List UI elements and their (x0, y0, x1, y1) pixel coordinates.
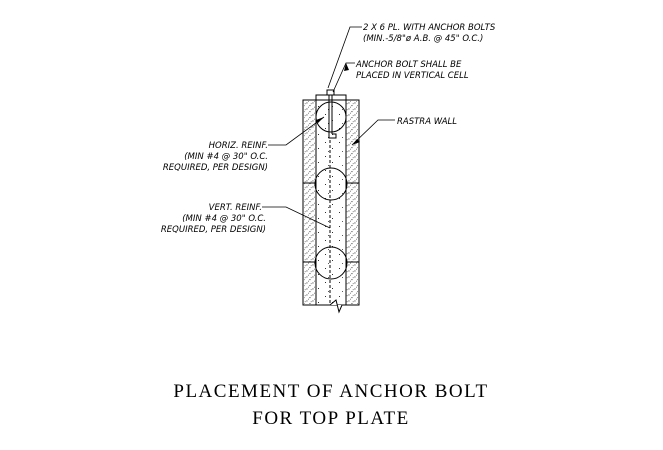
callouts: 2 X 6 PL. WITH ANCHOR BOLTS (MIN.-5/8"ø … (161, 23, 496, 235)
vert-reinf-callout-line2: (MIN #4 @ 30" O.C. (182, 214, 266, 224)
right-wall-face (346, 101, 358, 304)
anchor-bolt (326, 89, 337, 139)
horizontal-core-bottom (314, 246, 348, 280)
anchor-bolt-leader (332, 62, 355, 93)
anchor-bolt-callout-line2: PLACED IN VERTICAL CELL (356, 71, 469, 81)
top-plate-callout-line2: (MIN.-5/8"ø A.B. @ 45" O.C.) (363, 34, 483, 44)
concrete-core (317, 101, 345, 304)
horiz-reinf-callout-line1: HORIZ. REINF. (209, 141, 268, 151)
horiz-reinf-callout-line3: REQUIRED, PER DESIGN) (163, 163, 268, 173)
arrowhead (344, 63, 349, 71)
anchor-bolt-nut (326, 89, 335, 96)
horizontal-core-top (315, 101, 347, 133)
horizontal-core-middle (314, 167, 348, 201)
horiz-reinf-callout-line2: (MIN #4 @ 30" O.C. (184, 152, 268, 162)
vert-reinf-leader (262, 206, 331, 229)
vert-reinf-callout-line1: VERT. REINF. (209, 203, 262, 213)
rastra-wall-callout: RASTRA WALL (397, 117, 457, 127)
arrowhead (316, 117, 324, 123)
rastra-wall-leader (351, 119, 395, 146)
drawing-title-line2: FOR TOP PLATE (252, 408, 409, 429)
drawing-title-line1: PLACEMENT OF ANCHOR BOLT (173, 381, 488, 402)
horiz-reinf-leader (268, 116, 325, 146)
leader-lines (262, 26, 395, 229)
break-line (303, 299, 359, 314)
rastra-wall-section (302, 89, 360, 314)
anchor-bolt-callout-line1: ANCHOR BOLT SHALL BE (355, 60, 462, 70)
left-wall-face (304, 101, 316, 304)
top-plate (315, 94, 347, 101)
vert-reinf-callout-line3: REQUIRED, PER DESIGN) (161, 225, 266, 235)
arrowhead (352, 139, 360, 145)
leader-arrowheads (316, 63, 360, 145)
top-plate-callout-line1: 2 X 6 PL. WITH ANCHOR BOLTS (363, 23, 496, 33)
anchor-bolt-hook (328, 133, 337, 139)
top-plate-leader (327, 26, 362, 89)
